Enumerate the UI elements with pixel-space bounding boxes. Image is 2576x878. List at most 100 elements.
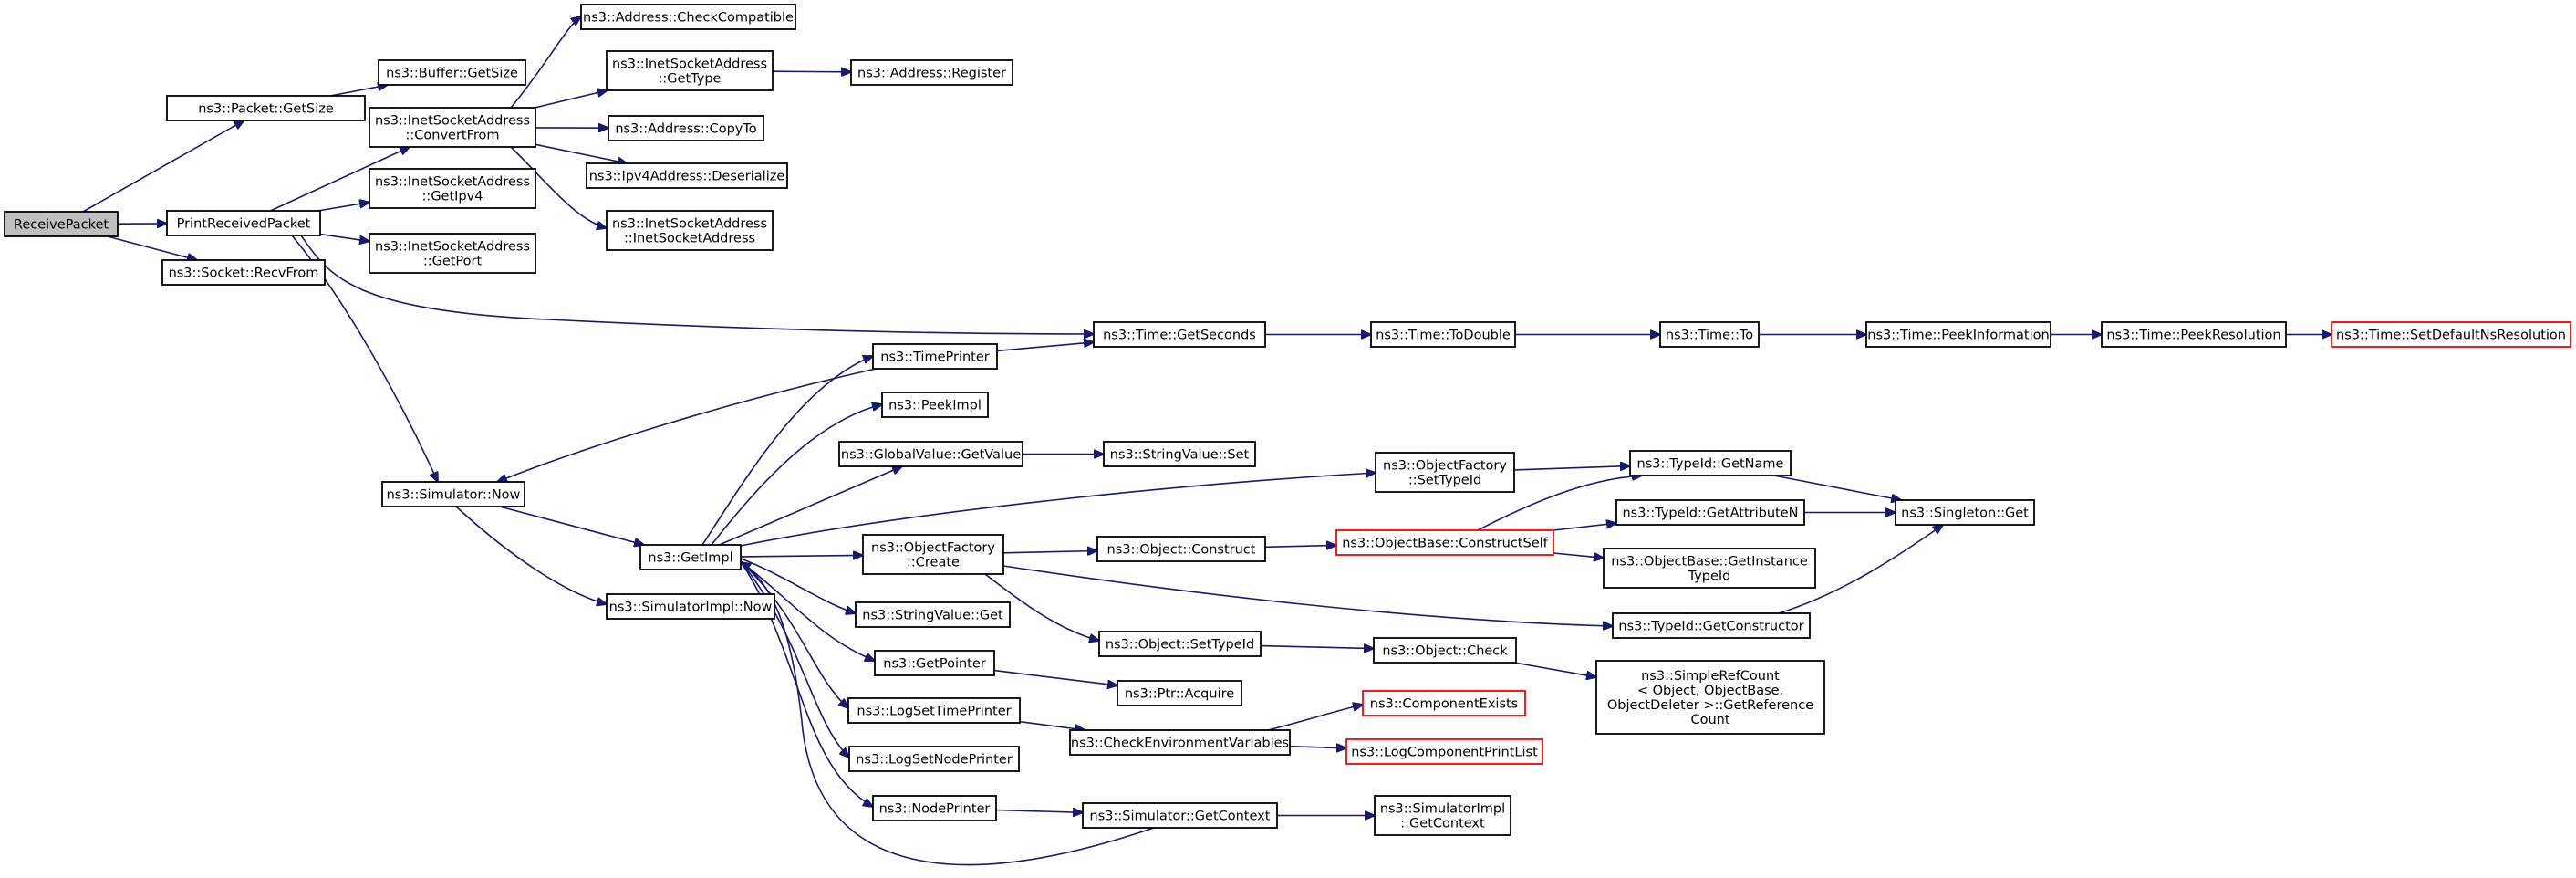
node-receivepacket[interactable]: ReceivePacket bbox=[4, 211, 119, 237]
node-ns3-objectfactory-settypeid[interactable]: ns3::ObjectFactory::SetTypeId bbox=[1375, 452, 1515, 493]
node-ns3-time-setdefaultnsresolution[interactable]: ns3::Time::SetDefaultNsResolution bbox=[2331, 321, 2571, 348]
node-label: ns3::NodePrinter bbox=[879, 802, 991, 817]
node-label: ns3::Object::Check bbox=[1382, 644, 1508, 659]
node-box bbox=[874, 650, 995, 676]
node-ns3-object-settypeid[interactable]: ns3::Object::SetTypeId bbox=[1098, 631, 1262, 657]
node-printreceivedpacket[interactable]: PrintReceivedPacket bbox=[166, 210, 321, 236]
node-ns3-nodeprinter[interactable]: ns3::NodePrinter bbox=[872, 795, 997, 821]
node-ns3-time-peekresolution[interactable]: ns3::Time::PeekResolution bbox=[2101, 321, 2287, 348]
node-label: ns3::Socket::RecvFrom bbox=[169, 267, 319, 281]
node-ns3-inetsocketaddress-convertfrom[interactable]: ns3::InetSocketAddress::ConvertFrom bbox=[369, 107, 536, 148]
node-ns3-time-getseconds[interactable]: ns3::Time::GetSeconds bbox=[1093, 321, 1266, 348]
node-ns3-getpointer[interactable]: ns3::GetPointer bbox=[874, 650, 995, 676]
node-box bbox=[855, 601, 1011, 628]
edge-n33-n30 bbox=[1553, 523, 1616, 531]
node-ns3-globalvalue-getvalue[interactable]: ns3::GlobalValue::GetValue bbox=[838, 441, 1023, 467]
node-ns3-socket-recvfrom[interactable]: ns3::Socket::RecvFrom bbox=[161, 259, 326, 286]
edge-n21-n23 bbox=[701, 356, 873, 546]
node-box bbox=[1362, 690, 1526, 716]
node-label: ns3::ComponentExists bbox=[1370, 697, 1519, 712]
node-ns3-inetsocketaddress-inetsocketaddress[interactable]: ns3::InetSocketAddress::InetSocketAddres… bbox=[606, 210, 774, 251]
edge-n31-n37 bbox=[984, 573, 1099, 641]
node-ns3-inetsocketaddress-gettype[interactable]: ns3::InetSocketAddress::GetType bbox=[606, 50, 774, 91]
node-label: ns3::InetSocketAddress bbox=[612, 57, 767, 72]
node-box bbox=[872, 795, 997, 821]
node-label: ns3::SimulatorImpl bbox=[1380, 802, 1505, 817]
edge-n38-n39 bbox=[1514, 662, 1596, 677]
edge-n0-n1 bbox=[82, 120, 244, 213]
node-ns3-objectfactory-create[interactable]: ns3::ObjectFactory::Create bbox=[862, 534, 1004, 575]
node-label: ns3::ObjectBase::ConstructSelf bbox=[1342, 537, 1548, 551]
node-ns3-simplerefcount-object-objectbase-objectdeleter-getreferencecount[interactable]: ns3::SimpleRefCount< Object, ObjectBase,… bbox=[1595, 660, 1825, 735]
node-ns3-packet-getsize[interactable]: ns3::Packet::GetSize bbox=[166, 95, 366, 121]
node-ns3-buffer-getsize[interactable]: ns3::Buffer::GetSize bbox=[378, 59, 526, 86]
node-ns3-inetsocketaddress-getport[interactable]: ns3::InetSocketAddress::GetPort bbox=[369, 233, 536, 274]
node-ns3-time-to[interactable]: ns3::Time::To bbox=[1659, 321, 1760, 348]
node-ns3-stringvalue-get[interactable]: ns3::StringValue::Get bbox=[855, 601, 1011, 628]
edge-n37-n38 bbox=[1260, 646, 1374, 649]
node-box bbox=[1117, 680, 1242, 706]
node-ns3-object-construct[interactable]: ns3::Object::Construct bbox=[1096, 536, 1266, 562]
node-box bbox=[1595, 660, 1825, 735]
node-ns3-address-copyto[interactable]: ns3::Address::CopyTo bbox=[608, 115, 764, 141]
node-ns3-simulator-now[interactable]: ns3::Simulator::Now bbox=[381, 481, 525, 507]
node-label: ::GetContext bbox=[1400, 817, 1485, 831]
edge-n23-n20 bbox=[497, 368, 877, 482]
node-ns3-ptr-acquire[interactable]: ns3::Ptr::Acquire bbox=[1117, 680, 1242, 706]
edge-n2-n6 bbox=[317, 203, 369, 212]
node-ns3-address-checkcompatible[interactable]: ns3::Address::CheckCompatible bbox=[580, 4, 796, 30]
node-ns3-simulatorimpl-now[interactable]: ns3::SimulatorImpl::Now bbox=[606, 593, 775, 620]
node-box bbox=[1612, 612, 1811, 639]
node-label: PrintReceivedPacket bbox=[177, 217, 311, 232]
node-box bbox=[848, 746, 1020, 772]
node-label: ns3::Simulator::GetContext bbox=[1090, 810, 1271, 824]
edge-n21-n40 bbox=[740, 560, 875, 661]
node-ns3-typeid-getname[interactable]: ns3::TypeId::GetName bbox=[1629, 450, 1792, 476]
node-label: ns3::SimulatorImpl::Now bbox=[609, 601, 773, 615]
node-label: ReceivePacket bbox=[14, 218, 109, 233]
node-label: ns3::SimpleRefCount bbox=[1641, 669, 1780, 684]
node-label: ns3::TimePrinter bbox=[880, 350, 990, 365]
node-ns3-simulatorimpl-getcontext[interactable]: ns3::SimulatorImpl::GetContext bbox=[1374, 795, 1511, 836]
node-ns3-address-register[interactable]: ns3::Address::Register bbox=[850, 59, 1013, 86]
node-box bbox=[1335, 529, 1554, 556]
edge-n21-n27 bbox=[740, 473, 1376, 547]
node-ns3-simulator-getcontext[interactable]: ns3::Simulator::GetContext bbox=[1082, 802, 1278, 829]
edge-n43-n45 bbox=[1289, 747, 1346, 748]
node-ns3-peekimpl[interactable]: ns3::PeekImpl bbox=[881, 392, 989, 418]
edge-n5-n13 bbox=[510, 146, 607, 228]
node-ns3-logsettimeprinter[interactable]: ns3::LogSetTimePrinter bbox=[847, 697, 1021, 724]
node-ns3-time-todouble[interactable]: ns3::Time::ToDouble bbox=[1370, 321, 1516, 348]
node-ns3-typeid-getconstructor[interactable]: ns3::TypeId::GetConstructor bbox=[1612, 612, 1811, 639]
node-box bbox=[161, 259, 326, 286]
node-ns3-timeprinter[interactable]: ns3::TimePrinter bbox=[872, 343, 998, 370]
node-label: Count bbox=[1690, 713, 1729, 727]
node-ns3-checkenvironmentvariables[interactable]: ns3::CheckEnvironmentVariables bbox=[1069, 729, 1291, 756]
node-ns3-typeid-getattributen[interactable]: ns3::TypeId::GetAttributeN bbox=[1615, 499, 1805, 526]
node-box bbox=[1629, 450, 1792, 476]
node-ns3-getimpl[interactable]: ns3::GetImpl bbox=[639, 544, 742, 570]
node-ns3-logsetnodeprinter[interactable]: ns3::LogSetNodePrinter bbox=[848, 746, 1020, 772]
node-box bbox=[166, 95, 366, 121]
node-label: ObjectDeleter >::GetReference bbox=[1607, 698, 1813, 713]
node-ns3-ipv4address-deserialize[interactable]: ns3::Ipv4Address::Deserialize bbox=[586, 162, 788, 189]
node-label: ns3::LogSetTimePrinter bbox=[857, 705, 1011, 719]
node-ns3-objectbase-constructself[interactable]: ns3::ObjectBase::ConstructSelf bbox=[1335, 529, 1554, 556]
edge-n40-n41 bbox=[993, 669, 1117, 686]
node-box bbox=[1615, 499, 1805, 526]
node-label: ns3::StringValue::Get bbox=[862, 609, 1003, 623]
node-box bbox=[606, 210, 774, 251]
node-ns3-logcomponentprintlist[interactable]: ns3::LogComponentPrintList bbox=[1345, 738, 1543, 765]
edge-n2-n5 bbox=[270, 147, 410, 212]
node-ns3-inetsocketaddress-getipv4[interactable]: ns3::InetSocketAddress::GetIpv4 bbox=[369, 168, 536, 209]
node-label: ns3::Time::PeekInformation bbox=[1867, 329, 2049, 343]
node-ns3-singleton-get[interactable]: ns3::Singleton::Get bbox=[1895, 499, 2035, 526]
node-ns3-object-check[interactable]: ns3::Object::Check bbox=[1373, 637, 1517, 664]
edge-n1-n4 bbox=[329, 85, 388, 97]
node-ns3-componentexists[interactable]: ns3::ComponentExists bbox=[1362, 690, 1526, 716]
node-box bbox=[639, 544, 742, 570]
edge-n9-n10 bbox=[772, 71, 851, 72]
node-ns3-stringvalue-set[interactable]: ns3::StringValue::Set bbox=[1103, 441, 1256, 467]
node-ns3-time-peekinformation[interactable]: ns3::Time::PeekInformation bbox=[1865, 321, 2051, 348]
